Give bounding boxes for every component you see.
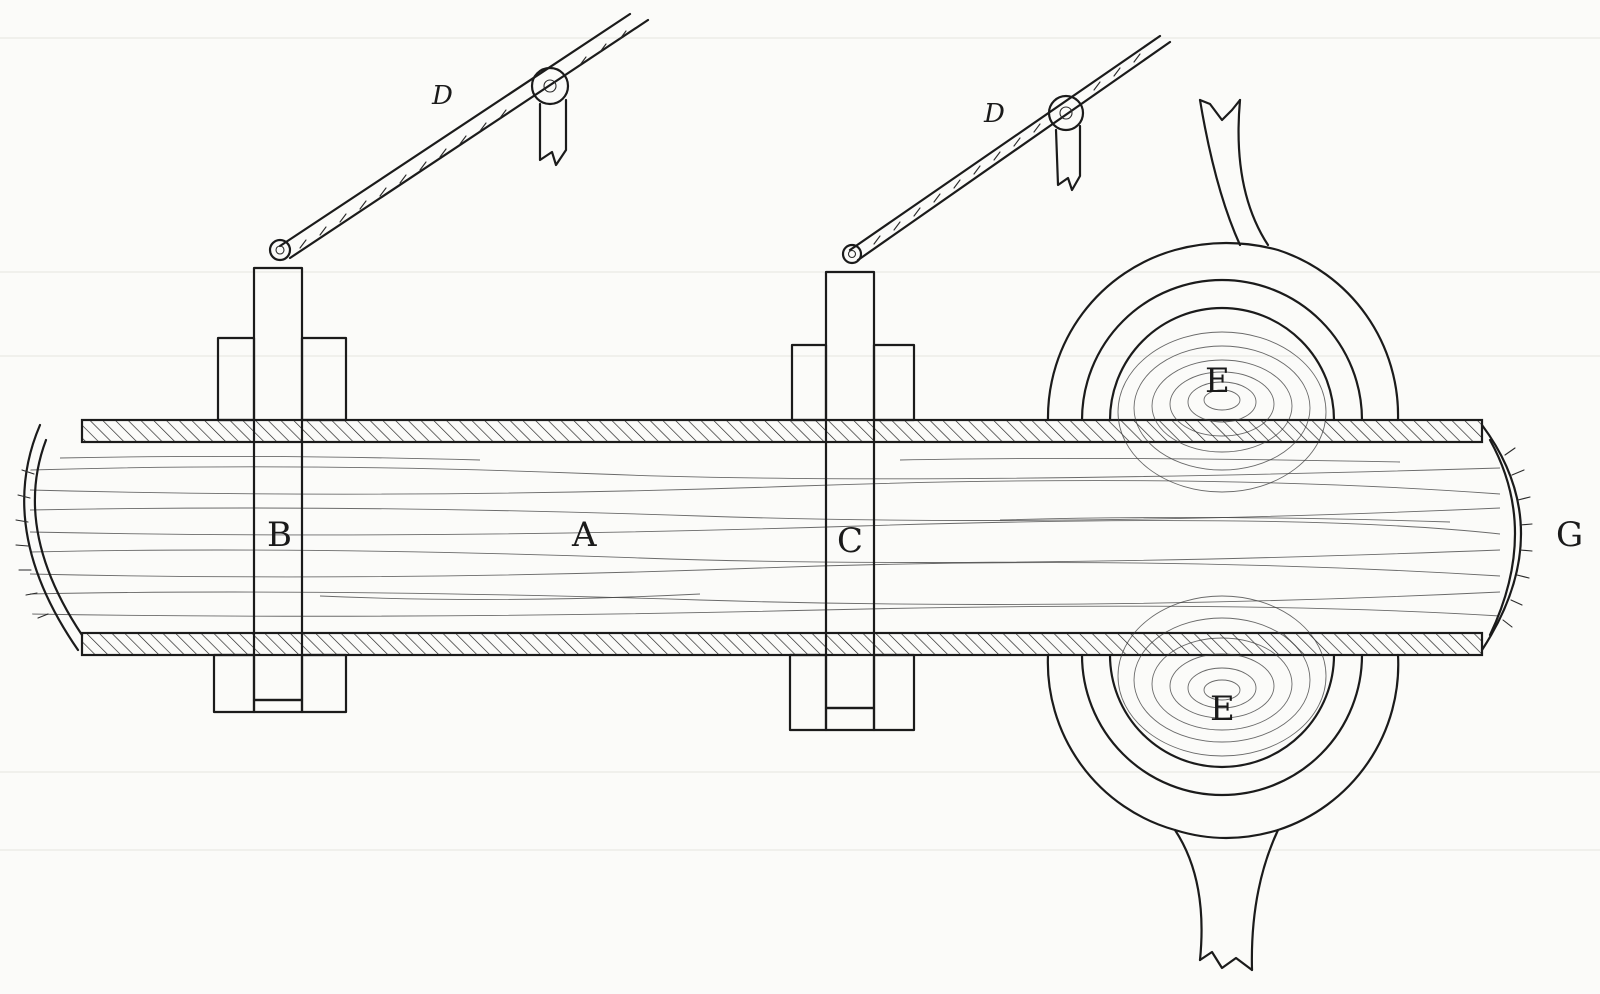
label-b: B bbox=[267, 515, 292, 555]
disc-e-top bbox=[1046, 98, 1400, 493]
frame-walls bbox=[80, 418, 1484, 657]
lever-d-left bbox=[268, 12, 650, 262]
tenon-b bbox=[252, 266, 304, 702]
disc-e-bottom-rings bbox=[1117, 595, 1327, 757]
label-e-bottom: E bbox=[1210, 689, 1235, 729]
label-d-right: D bbox=[983, 99, 1005, 129]
lever-d-right bbox=[841, 34, 1172, 265]
wood-grain bbox=[29, 455, 1501, 617]
paper-rules bbox=[0, 37, 1600, 851]
label-e-top: E bbox=[1205, 361, 1230, 401]
label-c: C bbox=[837, 521, 863, 561]
label-d-left: D bbox=[431, 81, 453, 111]
disc-e-top-rings bbox=[1117, 331, 1327, 493]
log-body bbox=[15, 423, 1533, 652]
label-g: G bbox=[1556, 515, 1583, 555]
tenon-c bbox=[824, 270, 876, 710]
labels: D D B A C E E G bbox=[267, 81, 1583, 729]
label-a: A bbox=[571, 515, 597, 555]
disc-e-bottom bbox=[1046, 595, 1400, 972]
